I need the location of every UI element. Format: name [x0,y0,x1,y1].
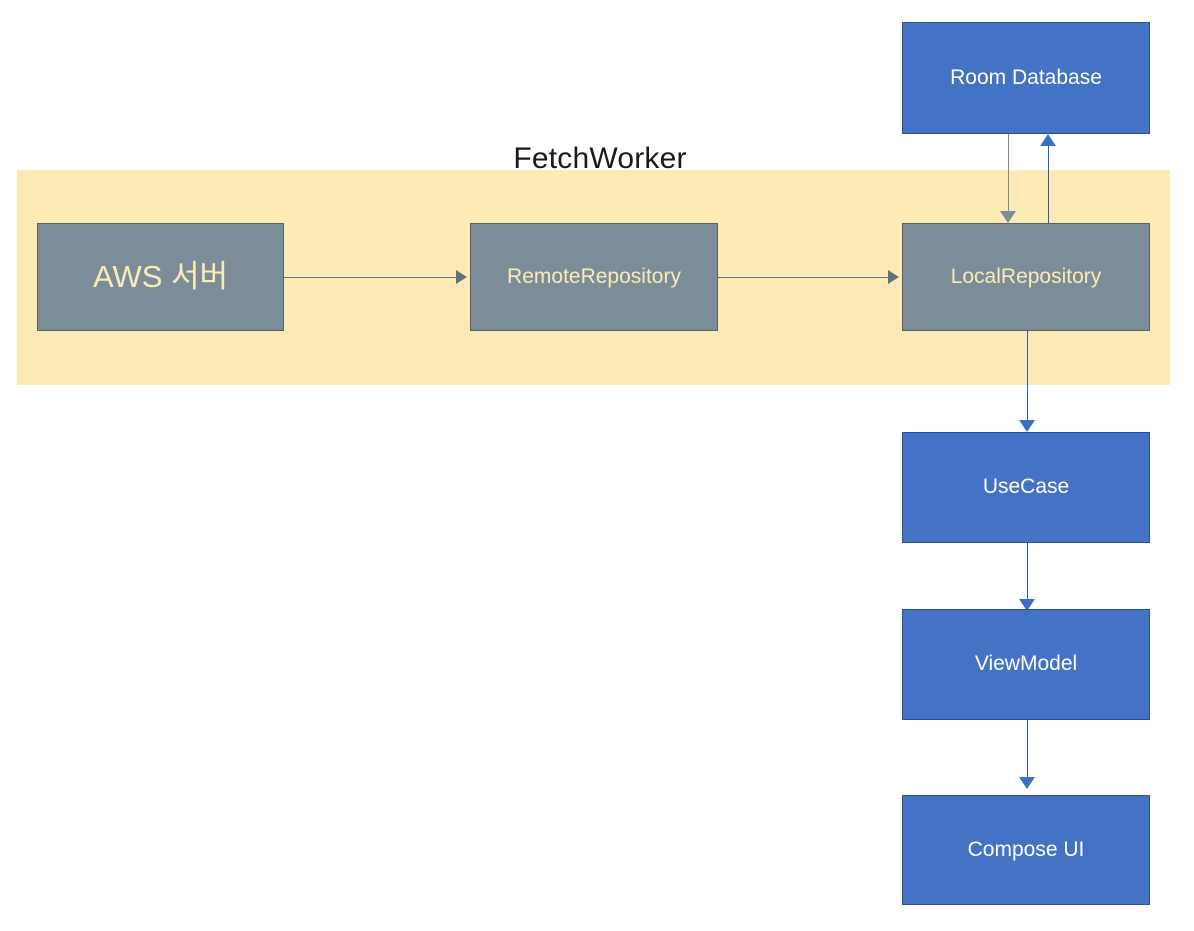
edge-viewmodel-to-composeui-arrowhead [1019,777,1035,789]
node-view-model[interactable]: ViewModel [902,609,1150,720]
node-room-database[interactable]: Room Database [902,22,1150,134]
fetchworker-group-label: FetchWorker [513,142,687,175]
edge-room-to-local-line [1008,133,1009,215]
node-view-model-label: ViewModel [974,652,1078,676]
edge-aws-to-remote-line [284,277,456,278]
node-aws-server[interactable]: AWS 서버 [37,223,284,331]
edge-room-to-local-arrowhead [1000,211,1016,223]
edge-usecase-to-viewmodel-arrowhead [1019,599,1035,611]
edge-local-to-room-arrowhead [1040,134,1056,146]
edge-remote-to-local-arrowhead [888,270,899,284]
node-compose-ui-label: Compose UI [967,837,1085,861]
node-remote-repository[interactable]: RemoteRepository [470,223,718,331]
node-remote-repository-label: RemoteRepository [507,264,681,288]
edge-local-to-usecase-arrowhead [1019,420,1035,432]
node-use-case-label: UseCase [982,475,1070,499]
edge-remote-to-local-line [718,277,888,278]
edge-viewmodel-to-composeui-line [1027,720,1028,788]
edge-aws-to-remote-arrowhead [456,270,467,284]
node-use-case[interactable]: UseCase [902,432,1150,543]
edge-local-to-usecase-line [1027,330,1028,422]
edge-usecase-to-viewmodel-line [1027,542,1028,610]
node-local-repository-label: LocalRepository [950,264,1102,288]
node-room-database-label: Room Database [950,65,1102,89]
node-compose-ui[interactable]: Compose UI [902,795,1150,905]
node-aws-server-label: AWS 서버 [92,259,229,295]
node-local-repository[interactable]: LocalRepository [902,223,1150,331]
